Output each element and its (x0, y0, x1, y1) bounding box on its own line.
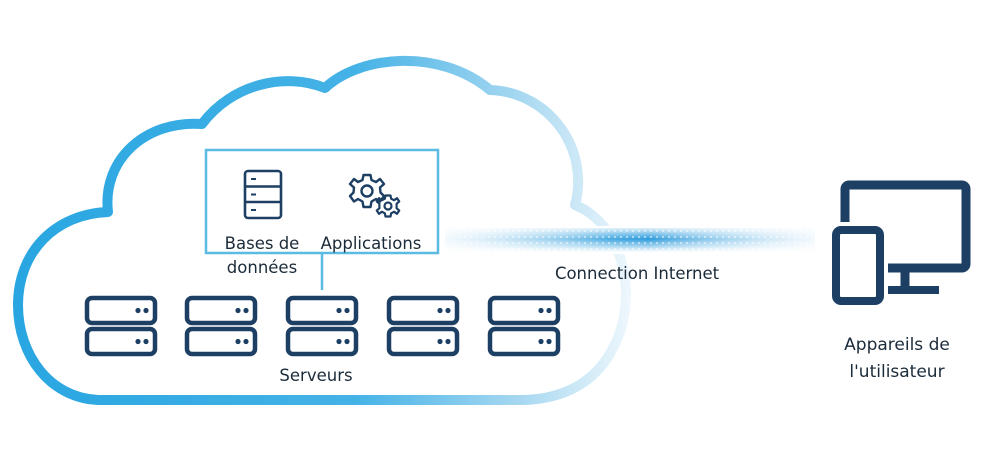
database-icon (243, 169, 283, 220)
databases-label-line1: Bases de (225, 234, 300, 253)
server-rack-icon (285, 295, 359, 357)
gears-icon (348, 173, 401, 218)
server-rack-icon (84, 295, 158, 357)
monitor-and-phone-icon (828, 180, 971, 308)
devices-label-line1: Appareils de (844, 335, 950, 355)
applications-label: Applications (321, 234, 422, 253)
devices-label-line2: l'utilisateur (849, 362, 944, 382)
databases-label-line2: données (227, 258, 297, 277)
server-rack-icon (184, 295, 258, 357)
internet-connection-beam (445, 226, 815, 254)
internet-connection-label: Connection Internet (555, 264, 720, 283)
servers-label: Serveurs (279, 366, 352, 385)
server-rack-icon (386, 295, 460, 357)
cloud-outline (13, 55, 631, 405)
server-rack-icon (487, 295, 561, 357)
servers-group (84, 295, 561, 357)
